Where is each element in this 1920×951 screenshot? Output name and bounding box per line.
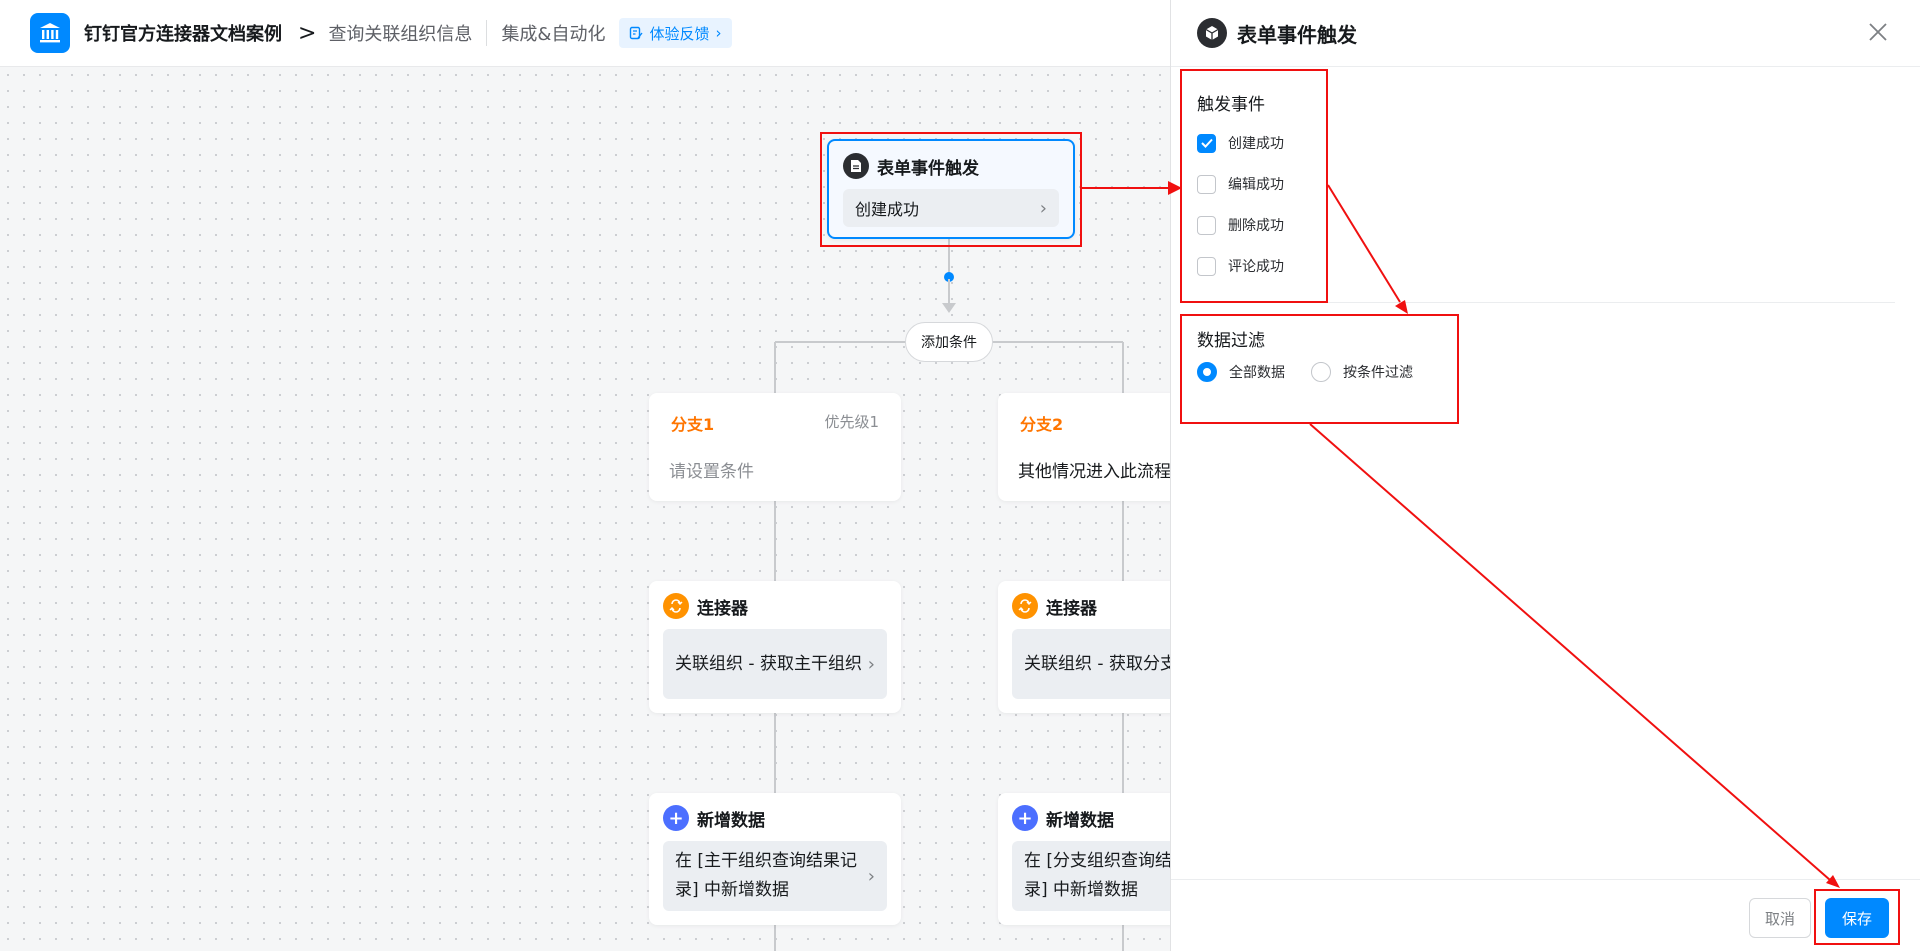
connector-text: 关联组织 - 获取主干组织 (675, 653, 862, 674)
trigger-node-value[interactable]: 创建成功 › (843, 189, 1059, 227)
chevron-right-icon: › (715, 24, 722, 42)
connector-card-1[interactable]: 连接器 关联组织 - 获取主干组织 › (649, 581, 901, 713)
connector-text: 关联组织 - 获取分支组织 (1024, 653, 1170, 674)
plus-icon: + (1012, 805, 1038, 831)
checkbox-checked[interactable] (1197, 133, 1216, 153)
save-button[interactable]: 保存 (1825, 898, 1889, 938)
branch-card-1[interactable]: 分支1 优先级1 请设置条件 (649, 393, 901, 501)
feedback-button[interactable]: 体验反馈 › (619, 18, 732, 48)
breadcrumb-section[interactable]: 集成&自动化 (501, 24, 606, 45)
filter-radio-condition[interactable]: 按条件过滤 (1311, 362, 1413, 382)
event-checkbox-edit[interactable]: 编辑成功 (1197, 174, 1284, 194)
add-data-title: 新增数据 (697, 810, 765, 831)
add-data-card-1[interactable]: + 新增数据 在 [主干组织查询结果记录] 中新增数据 › (649, 793, 901, 925)
trigger-node-title: 表单事件触发 (877, 158, 979, 179)
chevron-right-icon: › (1039, 197, 1047, 219)
branch-condition: 请设置条件 (669, 462, 754, 482)
feedback-icon (630, 26, 644, 40)
add-data-config[interactable]: 在 [主干组织查询结果记录] 中新增数据 › (663, 841, 887, 911)
filter-option-label: 按条件过滤 (1343, 365, 1413, 381)
data-filter-label: 数据过滤 (1197, 331, 1265, 351)
add-data-text: 在 [分支组织查询结果记录] 中新增数据 (1024, 851, 1170, 900)
chevron-right-icon: › (867, 653, 875, 675)
breadcrumb-current-page[interactable]: 查询关联组织信息 (328, 24, 473, 45)
connector-title: 连接器 (1046, 598, 1097, 619)
add-data-card-2[interactable]: + 新增数据 在 [分支组织查询结果记录] 中新增数据 › (998, 793, 1170, 925)
add-data-config[interactable]: 在 [分支组织查询结果记录] 中新增数据 › (1012, 841, 1170, 911)
checkbox[interactable] (1197, 174, 1216, 194)
add-data-title: 新增数据 (1046, 810, 1114, 831)
event-label: 创建成功 (1228, 136, 1284, 152)
cancel-button[interactable]: 取消 (1749, 898, 1811, 938)
checkbox[interactable] (1197, 256, 1216, 276)
event-label: 评论成功 (1228, 259, 1284, 275)
event-checkbox-delete[interactable]: 删除成功 (1197, 215, 1284, 235)
flow-canvas[interactable]: 表单事件触发 创建成功 › 添加条件 分支1 优先级1 请设置条件 分支2 其他… (0, 67, 1170, 951)
event-checkbox-create[interactable]: 创建成功 (1197, 133, 1284, 153)
bank-icon (40, 23, 60, 43)
event-label: 编辑成功 (1228, 177, 1284, 193)
trigger-node-value-text: 创建成功 (855, 200, 920, 219)
feedback-label: 体验反馈 (649, 24, 710, 43)
connector-title: 连接器 (697, 598, 748, 619)
connector-config[interactable]: 关联组织 - 获取主干组织 › (663, 629, 887, 699)
section-divider (1197, 302, 1895, 303)
panel-footer: 取消 保存 (1171, 879, 1920, 951)
app-name[interactable]: 钉钉官方连接器文档案例 (84, 24, 282, 45)
filter-option-label: 全部数据 (1229, 365, 1285, 381)
app-logo[interactable] (30, 13, 70, 53)
header-divider (486, 20, 488, 46)
check-icon (1200, 138, 1213, 148)
panel-title: 表单事件触发 (1237, 22, 1357, 47)
add-data-text: 在 [主干组织查询结果记录] 中新增数据 (675, 851, 858, 900)
branch-name: 分支2 (1020, 415, 1064, 434)
event-label: 删除成功 (1228, 218, 1284, 234)
event-checkbox-comment[interactable]: 评论成功 (1197, 256, 1284, 276)
plus-icon: + (663, 805, 689, 831)
cube-icon (1197, 18, 1227, 48)
connector-icon (1012, 593, 1038, 619)
connector-icon (663, 593, 689, 619)
branch-card-2[interactable]: 分支2 其他情况进入此流程 (998, 393, 1170, 501)
branch-name: 分支1 (671, 415, 715, 434)
connector-card-2[interactable]: 连接器 关联组织 - 获取分支组织 › (998, 581, 1170, 713)
connector-config[interactable]: 关联组织 - 获取分支组织 › (1012, 629, 1170, 699)
chevron-right-icon: › (867, 865, 875, 887)
branch-priority: 优先级1 (824, 413, 879, 431)
close-icon (1869, 23, 1887, 41)
branch-condition: 其他情况进入此流程 (1018, 462, 1170, 482)
trigger-config-panel: 表单事件触发 触发事件 创建成功 编辑成功 删除成功 评论成功 数据过滤 全部数… (1170, 0, 1920, 951)
add-condition-button[interactable]: 添加条件 (905, 322, 993, 362)
radio[interactable] (1311, 362, 1331, 382)
trigger-events-label: 触发事件 (1197, 95, 1265, 115)
checkbox[interactable] (1197, 215, 1216, 235)
breadcrumb-separator: > (298, 20, 317, 46)
close-button[interactable] (1864, 18, 1892, 46)
trigger-node[interactable]: 表单事件触发 创建成功 › (827, 139, 1075, 239)
filter-radio-all[interactable]: 全部数据 (1197, 362, 1285, 382)
radio-selected[interactable] (1197, 362, 1217, 382)
form-icon (843, 153, 869, 179)
